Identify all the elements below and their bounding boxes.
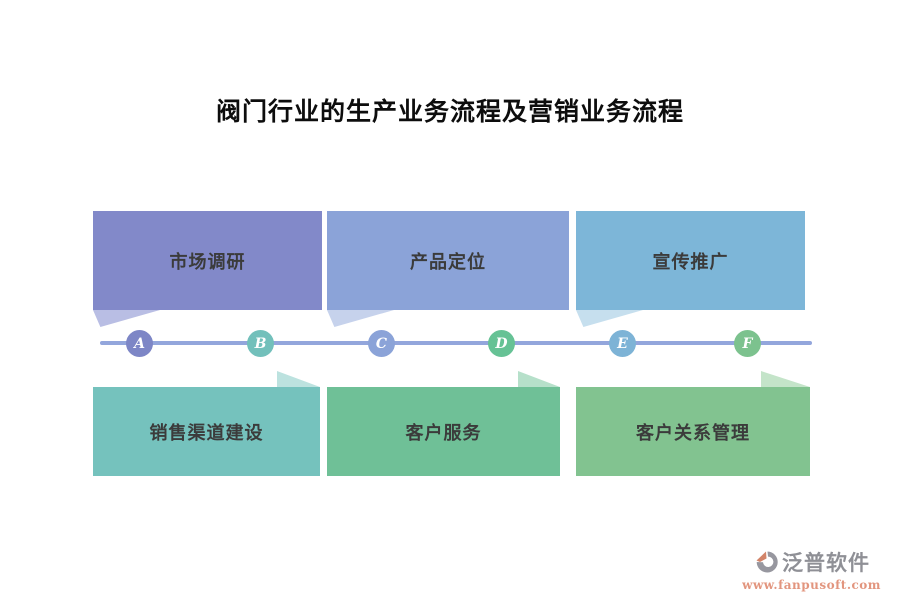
timeline-node-d: D [488,330,515,357]
step-box-market-research: 市场调研 [93,211,322,310]
timeline-node-a: A [126,330,153,357]
speech-tail-up [761,371,810,387]
page-title: 阀门行业的生产业务流程及营销业务流程 [215,97,684,126]
node-letter: C [375,335,388,352]
step-label: 客户关系管理 [636,422,750,444]
speech-tail-down [327,310,394,327]
step-box-crm: 客户关系管理 [576,387,810,476]
timeline-node-f: F [734,330,761,357]
timeline-node-b: B [247,330,274,357]
timeline-line [100,341,812,345]
speech-tail-up [277,371,320,387]
logo-text: 泛普软件 [782,550,871,575]
vendor-watermark: 泛普软件 www.fanpusoft.com [742,547,881,592]
step-label: 市场调研 [169,251,246,273]
step-box-product-positioning: 产品定位 [327,211,569,310]
step-box-customer-service: 客户服务 [327,387,560,476]
node-letter: D [495,335,508,352]
speech-tail-up [518,371,560,387]
step-label: 销售渠道建设 [149,422,264,444]
step-label: 宣传推广 [652,251,729,273]
speech-tail-down [93,310,160,327]
step-box-promotion: 宣传推广 [576,211,805,310]
node-letter: B [254,335,267,352]
speech-tail-down [576,310,643,327]
step-label: 产品定位 [410,251,486,273]
node-letter: F [742,335,753,352]
fanpu-logo-icon [753,548,781,576]
timeline-node-e: E [609,330,636,357]
step-label: 客户服务 [405,422,482,444]
timeline-node-c: C [368,330,395,357]
logo-url-text: www.fanpusoft.com [742,578,881,592]
step-box-sales-channel: 销售渠道建设 [93,387,320,476]
node-letter: E [617,335,628,352]
node-letter: A [134,335,145,352]
